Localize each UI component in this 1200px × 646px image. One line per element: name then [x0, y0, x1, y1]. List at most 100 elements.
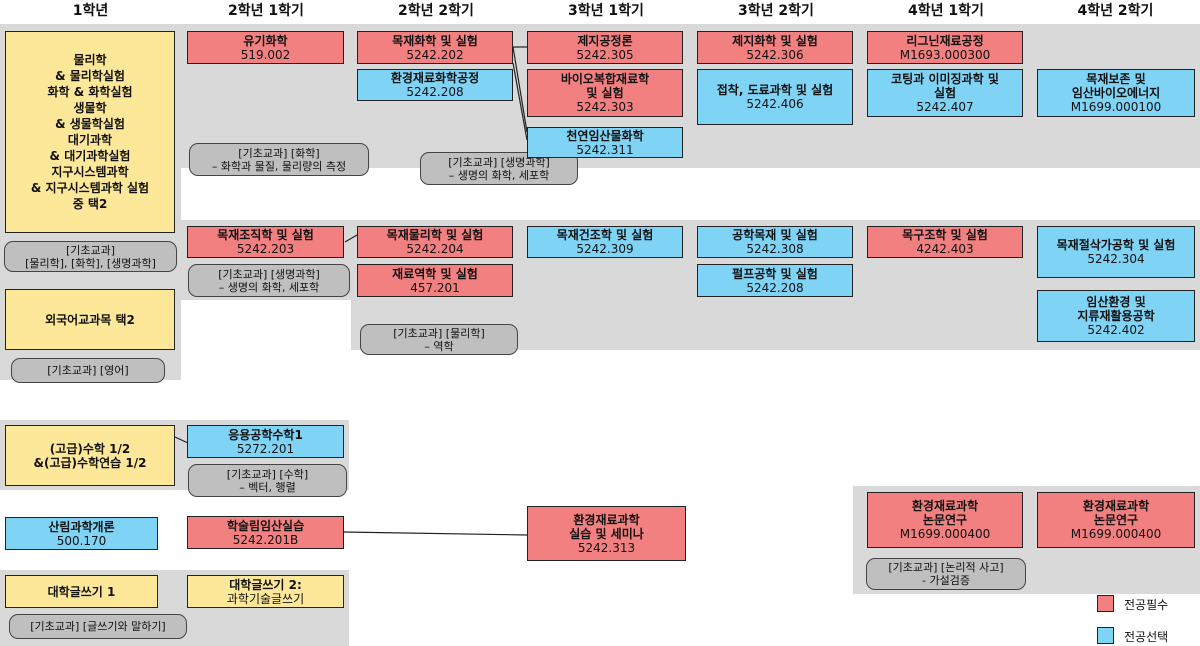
note-line: [기초교과] [수학] [226, 467, 309, 481]
course-title: 및 실험 [586, 86, 624, 100]
course-title: 논문연구 [922, 513, 968, 527]
header-y3s2: 3학년 2학기 [738, 3, 814, 19]
course-bio-composite[interactable]: 바이오복합재료학 및 실험 5242.303 [527, 69, 683, 117]
course-title: 공학목재 및 실험 [732, 228, 818, 242]
course-title: 목재건조학 및 실험 [556, 228, 654, 242]
course-code: 4242.403 [916, 242, 974, 256]
course-title: (고급)수학 1/2 [49, 441, 131, 456]
header-y3s1: 3학년 1학기 [568, 3, 644, 19]
course-wood-drying[interactable]: 목재건조학 및 실험 5242.309 [527, 226, 683, 258]
course-env-recycle[interactable]: 임산환경 및 지류재활용공학 5242.402 [1037, 290, 1195, 342]
course-code: 5272.201 [236, 441, 295, 456]
note-line: – 벡터, 행렬 [239, 480, 296, 494]
course-wood-cutting[interactable]: 목재절삭가공학 및 실험 5242.304 [1037, 226, 1195, 278]
course-title: 제지공정론 [577, 33, 633, 48]
note-line: [기초교과] [영어] [47, 364, 129, 377]
course-code: 5242.305 [576, 47, 634, 62]
course-code: M1693.000300 [899, 47, 991, 62]
course-engineered-wood[interactable]: 공학목재 및 실험 5242.308 [697, 226, 853, 258]
course-math[interactable]: (고급)수학 1/2 &(고급)수학연습 1/2 [5, 425, 175, 486]
course-wood-preservation[interactable]: 목재보존 및 임산바이오에너지 M1699.000100 [1037, 69, 1195, 117]
header-year1: 1학년 [72, 3, 109, 19]
course-lignin[interactable]: 리그닌재료공정 M1693.000300 [867, 31, 1023, 64]
course-title: 유기화학 [243, 33, 288, 48]
course-coating[interactable]: 코팅과 이미징과학 및 실험 5242.407 [867, 69, 1023, 117]
note-line: [기초교과] [글쓰기와 말하기] [30, 620, 166, 633]
course-organic-chem[interactable]: 유기화학 519.002 [187, 31, 344, 64]
course-wood-structure[interactable]: 목구조학 및 실험 4242.403 [867, 226, 1023, 258]
course-title: 코팅과 이미징과학 및 [891, 72, 999, 86]
course-title: 대기과학 [67, 133, 113, 147]
course-title: 리그닌재료공정 [906, 33, 984, 48]
course-code: M1699.000400 [1070, 527, 1162, 541]
course-wood-physics[interactable]: 목재물리학 및 실험 5242.204 [357, 226, 513, 258]
note-line: [물리학], [화학], [생명과학] [25, 256, 156, 270]
course-academic-field[interactable]: 학술림임산실습 5242.201B [187, 516, 344, 549]
course-code: 5242.204 [406, 242, 464, 256]
legend-swatch-required [1097, 595, 1114, 612]
course-code: 5242.203 [236, 242, 295, 256]
course-adhesion[interactable]: 접착, 도료과학 및 실험 5242.406 [697, 69, 853, 125]
course-pulp[interactable]: 펄프공학 및 실험 5242.208 [697, 264, 853, 297]
note-line: [기초교과] [화학] [238, 146, 320, 160]
note-basic-math: [기초교과] [수학] – 벡터, 행렬 [188, 464, 347, 497]
course-mechanics[interactable]: 재료역학 및 실험 457.201 [357, 264, 513, 297]
course-title: 대학글쓰기 2: [229, 577, 302, 592]
course-applied-math[interactable]: 응용공학수학1 5272.201 [187, 425, 344, 458]
course-foreign-language[interactable]: 외국어교과목 택2 [5, 289, 175, 350]
course-title: 환경재료과학 [911, 499, 979, 513]
legend-label-elective: 전공선택 [1124, 630, 1169, 644]
course-writing2[interactable]: 대학글쓰기 2: 과학기술글쓰기 [187, 575, 344, 608]
course-title: 임산바이오에너지 [1071, 86, 1161, 100]
course-title: 물리학 [73, 53, 107, 67]
course-title: 바이오복합재료학 [560, 72, 650, 86]
course-title: 제지화학 및 실험 [732, 33, 818, 48]
course-env-seminar[interactable]: 환경재료과학 실습 및 세미나 5242.313 [527, 506, 686, 561]
course-forest-intro[interactable]: 산림과학개론 500.170 [5, 517, 158, 550]
course-wood-chem[interactable]: 목재화학 및 실험 5242.202 [357, 31, 513, 64]
course-writing1[interactable]: 대학글쓰기 1 [5, 575, 158, 608]
course-title: 환경재료과학 [573, 512, 640, 527]
course-code: M1699.000100 [1070, 100, 1162, 114]
course-code: 519.002 [240, 47, 291, 62]
course-natural-chem[interactable]: 천연임산물화학 5242.311 [527, 127, 683, 158]
course-code: 5242.402 [1087, 323, 1145, 337]
course-paper-chem[interactable]: 제지화학 및 실험 5242.306 [697, 31, 853, 64]
course-science-electives[interactable]: 물리학 & 물리학실험 화학 & 화학실험 생물학 & 생물학실험 대기과학 &… [5, 31, 175, 233]
course-env-chem-eng[interactable]: 환경재료화학공정 5242.208 [357, 69, 513, 101]
course-title: & 물리학실험 [55, 69, 125, 83]
course-title: 응용공학수학1 [228, 427, 303, 442]
course-title: 대학글쓰기 1 [47, 584, 116, 599]
course-papermaking[interactable]: 제지공정론 5242.305 [527, 31, 683, 64]
course-title: 임산환경 및 [1086, 295, 1146, 309]
course-title: & 생물학실험 [55, 117, 125, 131]
note-line: – 생명의 화학, 세포학 [218, 280, 320, 294]
header-y4s2: 4학년 2학기 [1077, 3, 1154, 19]
course-title: 외국어교과목 택2 [45, 312, 135, 327]
course-code: 457.201 [410, 280, 460, 295]
course-title: 환경재료화학공정 [390, 71, 480, 85]
header-y2s2: 2학년 2학기 [398, 3, 474, 19]
note-basic-english: [기초교과] [영어] [11, 358, 165, 383]
course-wood-anatomy[interactable]: 목재조직학 및 실험 5242.203 [187, 226, 344, 258]
course-title: 목구조학 및 실험 [902, 228, 988, 242]
course-title: 화학 & 화학실험 [47, 85, 133, 99]
course-code: 5242.308 [746, 242, 804, 256]
course-code: 5242.201B [232, 532, 299, 547]
note-line: [기초교과] [물리학] [393, 326, 485, 340]
course-thesis-2[interactable]: 환경재료과학 논문연구 M1699.000400 [1037, 492, 1195, 548]
course-title: 중 택2 [72, 197, 108, 211]
course-thesis-1[interactable]: 환경재료과학 논문연구 M1699.000400 [867, 492, 1023, 548]
course-code: 5242.311 [576, 142, 634, 157]
note-line: - 가설검증 [922, 574, 970, 587]
note-line: [기초교과] [생명과학] [218, 267, 320, 281]
note-line: [기초교과] [논리적 사고] [888, 561, 1004, 574]
note-basic-bio: [기초교과] [생명과학] – 생명의 화학, 세포학 [188, 264, 350, 297]
note-basic-phys: [기초교과] [물리학] – 역학 [360, 324, 518, 355]
note-line: [기초교과] [65, 243, 116, 257]
course-code: 500.170 [56, 533, 107, 548]
course-code: 5242.202 [406, 47, 464, 62]
connector [512, 46, 528, 133]
legend-swatch-elective [1097, 627, 1114, 644]
note-basic-logic: [기초교과] [논리적 사고] - 가설검증 [866, 558, 1026, 590]
